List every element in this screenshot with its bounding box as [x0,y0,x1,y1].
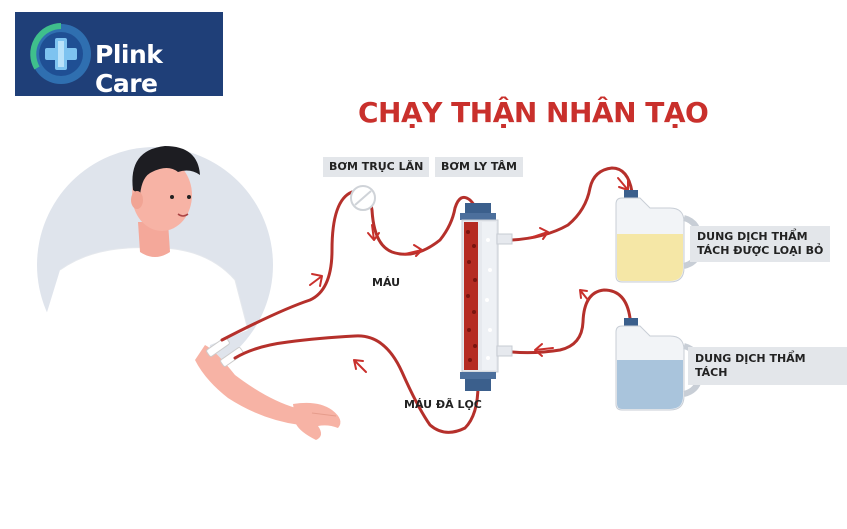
flow-arrows [309,177,629,373]
brand-name: Plink Care [95,40,163,98]
blood-tubing [220,166,634,434]
waste-dialysate-label-line1: DUNG DỊCH THẨM [697,230,808,243]
centrifugal-pump-label: BƠM LY TÂM [435,157,523,177]
roller-pump-label: BƠM TRỤC LĂN [323,157,430,177]
plus-cross-logo-icon [30,23,91,84]
page-title: CHẠY THẬN NHÂN TẠO [358,96,709,129]
patient-illustration [40,146,341,440]
filtered-blood-label: MÁU ĐÃ LỌC [404,398,482,411]
roller-pump-icon [350,185,376,211]
dialyzer-filter-icon [460,203,513,391]
waste-jug-icon [615,190,704,283]
brand-logo: Plink Care [15,12,223,98]
waste-dialysate-label-line2: TÁCH ĐƯỢC LOẠI BỎ [697,244,824,257]
fresh-dialysate-label: DUNG DỊCH THẨM TÁCH [688,347,847,385]
blood-label: MÁU [372,276,401,289]
waste-dialysate-label: DUNG DỊCH THẨM TÁCH ĐƯỢC LOẠI BỎ [690,226,831,262]
fresh-jug-icon [615,318,704,411]
patient-head [132,159,192,231]
